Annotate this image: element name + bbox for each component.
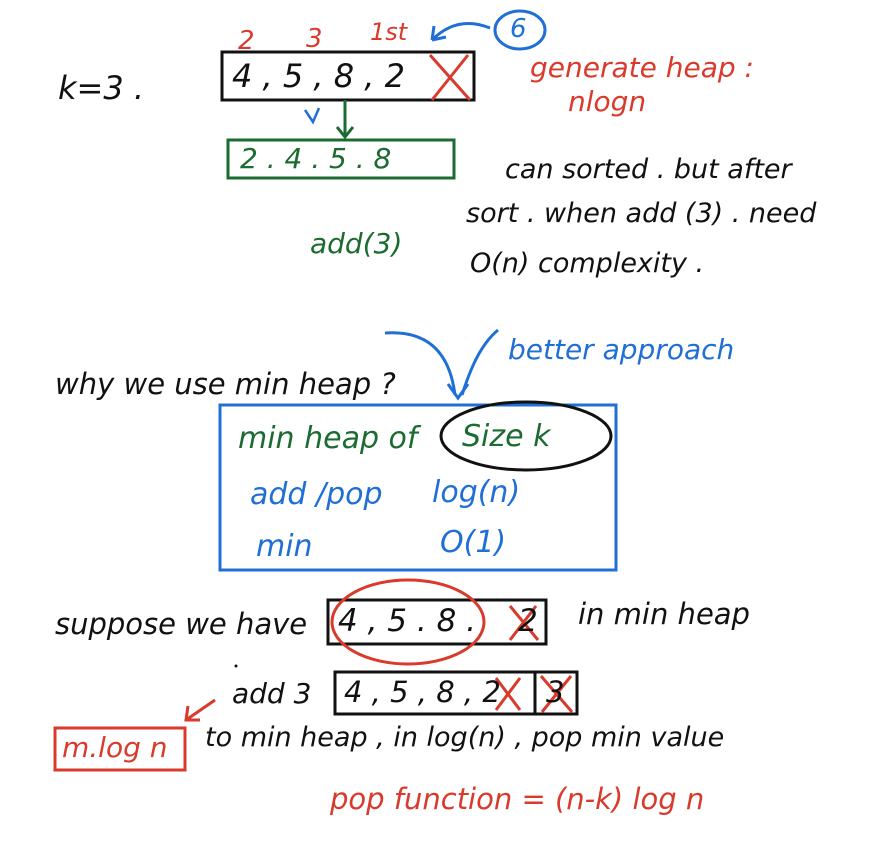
cross-mark [508, 605, 538, 641]
index-label-1st: 1st [370, 18, 408, 46]
arrowhead-icon [446, 383, 470, 401]
sorted-box [226, 138, 456, 180]
array2-box [333, 670, 579, 716]
heap-row2-value: log(n) [432, 475, 521, 510]
mlogn-label: m.log n [62, 731, 168, 764]
arrowhead-icon [184, 705, 200, 722]
ellipse-mark [330, 578, 486, 666]
array-values: 4 , 5 , 8 , 2 [232, 57, 405, 95]
note-line-3: O(n) complexity . [470, 248, 705, 279]
new-value: 3 [546, 675, 565, 709]
cross-mark [430, 54, 470, 101]
index-label-2: 2 [238, 26, 255, 56]
note-line-1: can sorted . but after [505, 154, 792, 185]
arrowhead-icon [430, 25, 447, 42]
generate-heap-cost: nlogn [568, 85, 647, 118]
in-min-heap: in min heap [578, 597, 750, 631]
heap-box [218, 403, 618, 572]
k-label: k=3 . [58, 69, 145, 107]
note-line-2: sort . when add (3) . need [466, 198, 817, 229]
suppose-text: suppose we have [55, 607, 308, 641]
add-3-label: add 3 [232, 677, 312, 710]
to-min-heap-text: to min heap , in log(n) , pop min value [205, 722, 725, 753]
add-label: add(3) [310, 227, 403, 260]
heap-row2-label: add /pop [250, 477, 383, 512]
circled-number: 6 [510, 14, 527, 44]
pop-function-text: pop function = (n-k) log n [330, 782, 705, 816]
array-box [220, 50, 476, 102]
crossed-tail: 2 [518, 603, 538, 639]
generate-heap-label: generate heap : [530, 51, 754, 84]
heap-row3-value: O(1) [440, 525, 507, 560]
cross-mark [494, 677, 522, 711]
arrow-icon [185, 698, 216, 722]
arrowhead-icon [335, 126, 355, 140]
why-question: why we use min heap ? [55, 367, 396, 401]
array2-values: 4 , 5 , 8 , 2 [344, 675, 501, 709]
cross-mark [540, 675, 573, 713]
heap-line1-a: min heap of [238, 421, 418, 456]
heap-values-box [326, 598, 548, 646]
check-icon [303, 107, 321, 125]
better-approach-label: better approach [508, 333, 735, 366]
sorted-array: 2 . 4 . 5 . 8 [240, 142, 392, 175]
arrow-icon [430, 22, 491, 42]
mlogn-box [53, 726, 187, 772]
ellipse-mark [439, 400, 613, 472]
heap-line1-b: Size k [462, 419, 551, 454]
heap-row3-label: min [256, 529, 313, 564]
circle-mark [493, 9, 547, 51]
arrow-icon [384, 331, 457, 396]
index-label-3: 3 [306, 24, 323, 54]
heap-values: 4 , 5 . 8 . [338, 603, 477, 639]
dot-mark [234, 664, 238, 668]
